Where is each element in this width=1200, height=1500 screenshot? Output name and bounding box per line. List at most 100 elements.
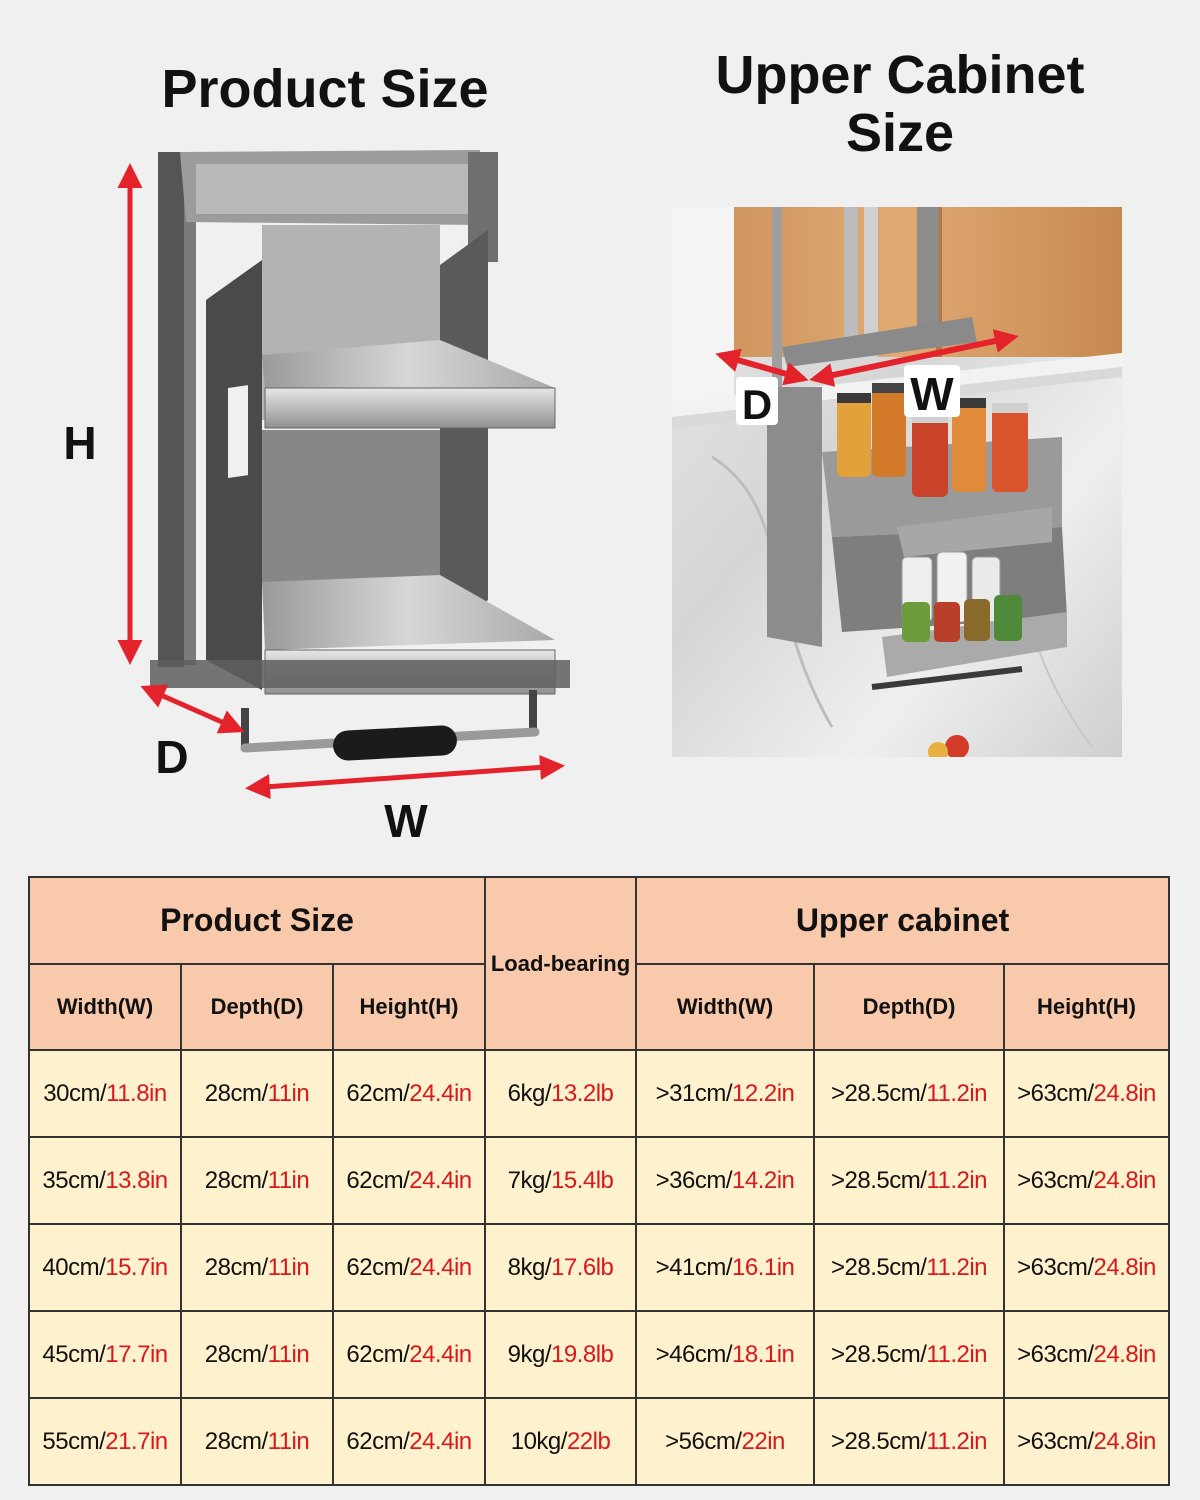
spice-jars-top (837, 383, 1028, 497)
imperial-value: 24.4in (409, 1253, 472, 1281)
cabinet-width-header: Width(W) (635, 963, 816, 1051)
cabinet-width-arrow (809, 329, 1019, 387)
metric-value: >63cm/ (1017, 1166, 1094, 1194)
imperial-value: 24.4in (409, 1340, 472, 1368)
cabinet-depth-arrow (715, 348, 809, 386)
product-depth-cell: 28cm/11in (180, 1310, 334, 1399)
cabinet-depth-header: Depth(D) (813, 963, 1006, 1051)
cabinet-depth-cell: >28.5cm/11.2in (813, 1223, 1006, 1312)
metric-value: 28cm/ (204, 1340, 268, 1368)
product-depth-cell: 28cm/11in (180, 1397, 334, 1486)
cabinet-depth-cell: >28.5cm/11.2in (813, 1049, 1006, 1138)
imperial-value: 15.7in (105, 1253, 168, 1281)
cabinet-depth-cell: >28.5cm/11.2in (813, 1136, 1006, 1225)
imperial-value: 22lb (566, 1427, 611, 1455)
metric-value: >56cm/ (665, 1427, 742, 1455)
product-width-cell: 35cm/13.8in (28, 1136, 182, 1225)
imperial-value: 24.4in (409, 1166, 472, 1194)
product-illustration (117, 150, 570, 800)
metric-value: 30cm/ (43, 1079, 107, 1107)
load-bearing-cell: 10kg/22lb (484, 1397, 638, 1486)
metric-value: 6kg/ (507, 1079, 552, 1107)
metric-value: 45cm/ (42, 1340, 106, 1368)
product-height-cell: 62cm/24.4in (331, 1397, 487, 1486)
metric-value: 28cm/ (204, 1253, 268, 1281)
metric-value: 62cm/ (346, 1166, 410, 1194)
imperial-value: 15.4lb (551, 1166, 614, 1194)
imperial-value: 11in (267, 1427, 310, 1455)
metric-value: >28.5cm/ (831, 1079, 927, 1107)
width-label: W (384, 795, 428, 847)
metric-value: 28cm/ (204, 1079, 268, 1107)
metric-value: 62cm/ (346, 1340, 410, 1368)
imperial-value: 11.2in (926, 1340, 988, 1368)
imperial-value: 24.8in (1093, 1166, 1157, 1194)
metric-value: 62cm/ (346, 1427, 410, 1455)
imperial-value: 12.2in (732, 1079, 795, 1107)
cabinet-height-header: Height(H) (1003, 963, 1171, 1051)
imperial-value: 22in (741, 1427, 786, 1455)
load-bearing-cell: 6kg/13.2lb (484, 1049, 638, 1138)
cabinet-height-cell: >63cm/24.8in (1003, 1310, 1171, 1399)
depth-label: D (155, 731, 189, 783)
metric-value: 40cm/ (42, 1253, 106, 1281)
cabinet-width-cell: >36cm/14.2in (635, 1136, 816, 1225)
product-height-cell: 62cm/24.4in (331, 1049, 487, 1138)
cabinet-height-cell: >63cm/24.8in (1003, 1136, 1171, 1225)
product-depth-cell: 28cm/11in (180, 1136, 334, 1225)
cabinet-height-cell: >63cm/24.8in (1003, 1223, 1171, 1312)
pull-down-rack-drawing (150, 150, 570, 761)
metric-value: 62cm/ (346, 1079, 410, 1107)
product-width-cell: 55cm/21.7in (28, 1397, 182, 1486)
imperial-value: 17.7in (105, 1340, 168, 1368)
metric-value: >31cm/ (655, 1079, 733, 1107)
imperial-value: 17.6lb (551, 1253, 614, 1281)
product-height-cell: 62cm/24.4in (331, 1223, 487, 1312)
sub-header-row: Width(W)Depth(D)Height(H)Width(W)Depth(D… (28, 963, 1171, 1051)
product-width-header: Width(W) (28, 963, 182, 1051)
cabinet-width-label: W (910, 368, 954, 420)
product-width-cell: 40cm/15.7in (28, 1223, 182, 1312)
imperial-value: 24.8in (1093, 1340, 1157, 1368)
cabinet-depth-cell: >28.5cm/11.2in (813, 1310, 1006, 1399)
imperial-value: 24.4in (409, 1427, 472, 1455)
metric-value: >28.5cm/ (831, 1427, 927, 1455)
metric-value: >28.5cm/ (831, 1340, 927, 1368)
imperial-value: 11.2in (926, 1166, 988, 1194)
imperial-value: 16.1in (732, 1253, 795, 1281)
imperial-value: 19.8lb (551, 1340, 614, 1368)
product-depth-cell: 28cm/11in (180, 1049, 334, 1138)
imperial-value: 13.2lb (551, 1079, 614, 1107)
product-size-header: Product Size (27, 876, 487, 965)
cabinet-width-cell: >46cm/18.1in (635, 1310, 816, 1399)
imperial-value: 11in (267, 1340, 310, 1368)
depth-arrow (140, 684, 245, 734)
metric-value: >36cm/ (655, 1166, 733, 1194)
imperial-value: 11in (267, 1079, 310, 1107)
imperial-value: 24.4in (409, 1079, 472, 1107)
imperial-value: 24.8in (1093, 1427, 1157, 1455)
load-bearing-cell: 8kg/17.6lb (484, 1223, 638, 1312)
metric-value: 35cm/ (42, 1166, 106, 1194)
product-size-heading: Product Size (161, 59, 489, 119)
spice-jars-bottom (901, 551, 1022, 642)
metric-value: >41cm/ (655, 1253, 733, 1281)
product-height-header: Height(H) (331, 963, 487, 1051)
cabinet-width-cell: >41cm/16.1in (635, 1223, 816, 1312)
spec-table: Product Size Load-bearing Upper cabinet … (27, 876, 1171, 1486)
imperial-value: 21.7in (105, 1427, 168, 1455)
metric-value: >63cm/ (1017, 1427, 1094, 1455)
kitchen-scene (672, 207, 1122, 757)
cabinet-depth-label: D (742, 381, 772, 428)
upper-cabinet-header: Upper cabinet (635, 876, 1171, 965)
metric-value: 9kg/ (507, 1340, 552, 1368)
cabinet-height-cell: >63cm/24.8in (1003, 1049, 1171, 1138)
imperial-value: 11.8in (106, 1079, 167, 1107)
metric-value: >28.5cm/ (831, 1166, 927, 1194)
metric-value: >63cm/ (1017, 1340, 1094, 1368)
